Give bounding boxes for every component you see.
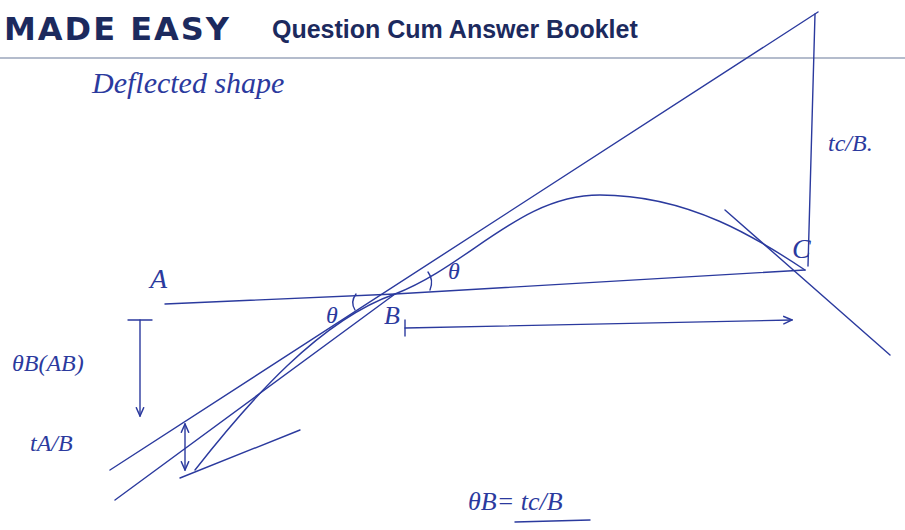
point-label: C	[792, 234, 811, 265]
deviation-label: tc/B.	[828, 130, 873, 156]
tangent-at-a	[180, 430, 300, 478]
angle-arc	[353, 294, 356, 310]
header-rule	[0, 57, 905, 58]
angle-label: θ	[326, 302, 338, 328]
angle-arc	[428, 272, 432, 290]
ta-offset-arrow	[184, 424, 185, 470]
booklet-heading: Question Cum Answer Booklet	[272, 16, 638, 44]
undeformed-axis	[165, 270, 805, 304]
tangent-at-c	[725, 210, 890, 355]
tangent-b-lower	[115, 294, 395, 500]
tc-offset-line	[808, 14, 815, 266]
arrow-tick	[128, 319, 152, 320]
point-label: A	[150, 264, 167, 295]
fraction-bar	[515, 520, 590, 522]
logo-text: MADE EASY	[4, 12, 231, 47]
rotation-label: θB(AB)	[12, 350, 84, 376]
sketch-title: Deflected shape	[92, 66, 284, 99]
theta-ab-arrow	[139, 320, 140, 416]
formula: θB= tc/B	[468, 488, 563, 517]
deflected-curve	[195, 195, 805, 470]
span-arrow	[405, 320, 792, 328]
arrow-tick	[404, 320, 405, 336]
point-label: B	[384, 302, 400, 331]
angle-label: θ	[448, 258, 460, 284]
deviation-label: tA/B	[30, 430, 73, 456]
